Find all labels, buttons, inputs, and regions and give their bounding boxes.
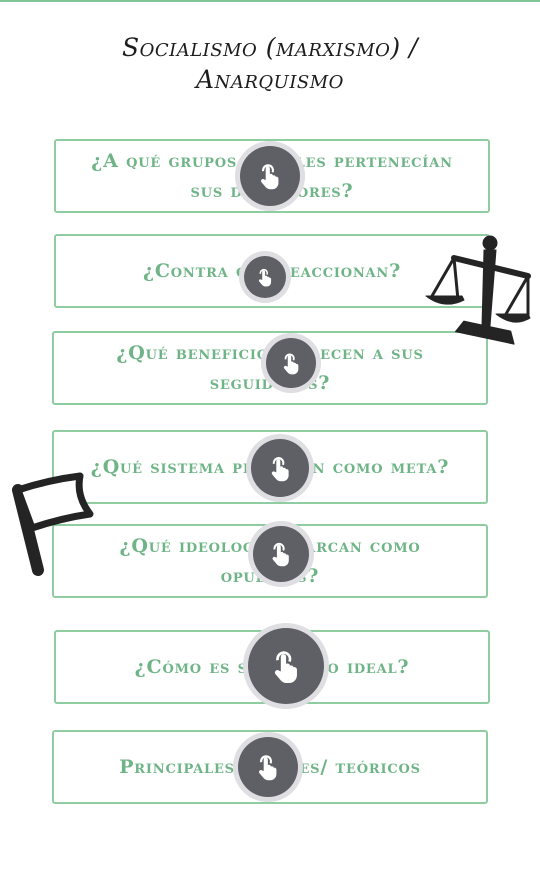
tap-hand-glyph <box>271 456 289 482</box>
tap-hand-icon[interactable] <box>238 737 298 797</box>
tap-hand-icon[interactable] <box>240 146 300 206</box>
tap-hand-icon[interactable] <box>251 439 309 497</box>
tap-hand-icon[interactable] <box>266 338 316 388</box>
tap-hand-glyph <box>259 755 277 781</box>
tap-hand-icon[interactable] <box>248 628 324 704</box>
page-title-line-2: Anarquismo <box>196 65 344 94</box>
top-divider <box>0 0 540 2</box>
tap-hand-glyph <box>259 269 272 287</box>
page-title: Socialismo (marxismo) / Anarquismo <box>0 32 540 96</box>
tap-hand-icon[interactable] <box>253 526 309 582</box>
balance-scales-icon <box>425 235 531 345</box>
tap-hand-glyph <box>283 353 299 375</box>
tap-hand-icon[interactable] <box>244 256 286 298</box>
tap-hand-glyph <box>273 543 290 567</box>
tap-hand-glyph <box>261 164 279 190</box>
flag-icon <box>12 472 94 576</box>
tap-hand-glyph <box>275 651 298 684</box>
page-title-line-1: Socialismo (marxismo) / <box>121 33 419 62</box>
